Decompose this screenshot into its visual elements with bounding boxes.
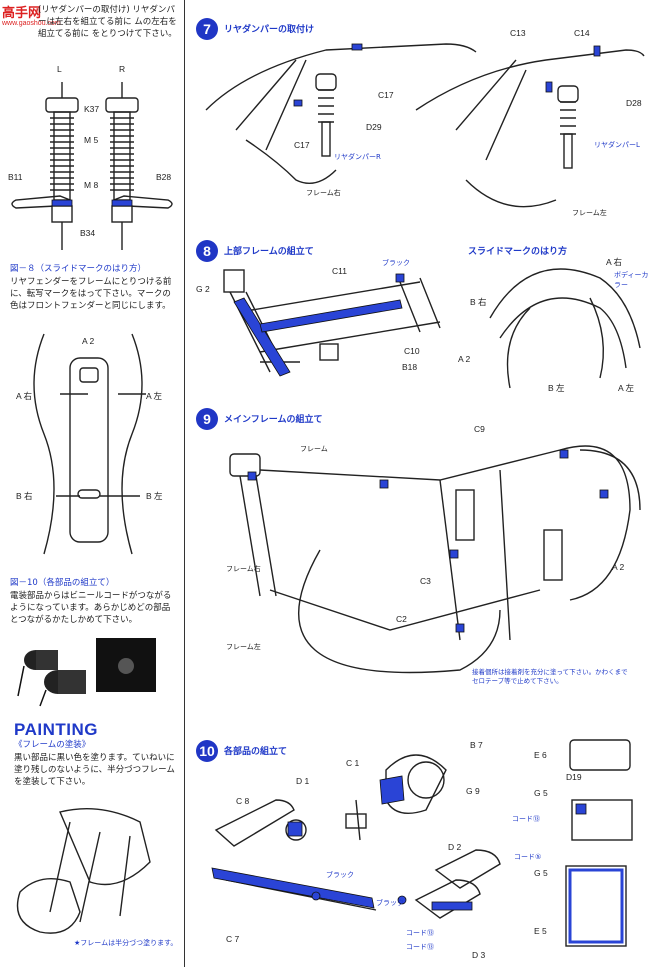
s9-note: 接着個所は接着剤を充分に塗って下さい。かわくまでセロテープ等で止めて下さい。	[472, 668, 628, 685]
s8-b18: B18	[402, 362, 418, 372]
s7-d29: D29	[366, 122, 382, 132]
s10-e5: E 5	[534, 926, 547, 936]
s10-cord13: コード⑬	[512, 815, 540, 823]
part-b34: B34	[80, 228, 96, 238]
watermark-brand: 高手网	[2, 6, 42, 21]
fender-b-left: B 左	[146, 491, 163, 501]
s7-c17a: C17	[378, 90, 394, 100]
s10-d19: D19	[566, 772, 582, 782]
s10-b7: B 7	[470, 740, 483, 750]
s10-e6: E 6	[534, 750, 547, 760]
s7-frame-r: フレーム右	[306, 189, 341, 197]
s9-frame-r: フレーム右	[226, 565, 261, 573]
s10-black2: ブラック	[376, 899, 404, 907]
s7-d28: D28	[626, 98, 642, 108]
s10-c1: C 1	[346, 758, 360, 768]
s9-c3: C3	[420, 576, 431, 586]
slide-a2: A 2	[458, 354, 471, 364]
s8-c10: C10	[404, 346, 420, 356]
s10-g5a: G 5	[534, 788, 548, 798]
step-7-number: 7	[196, 18, 218, 40]
s10-d3: D 3	[472, 950, 486, 960]
s9-a2: A 2	[612, 562, 625, 572]
s7-c17b: C17	[294, 140, 310, 150]
step-10-number: 10	[196, 740, 218, 762]
electrical-parts-photo	[17, 638, 156, 707]
step-8-illustration	[223, 269, 441, 377]
s7-frame-l: フレーム左	[572, 209, 607, 217]
shock-label-l: L	[57, 64, 62, 74]
painting-note: ★フレームは半分づつ塗ります。	[74, 939, 178, 947]
s9-c9: C9	[474, 424, 485, 434]
part-m8: M 8	[84, 180, 99, 190]
step-7-illustration	[205, 43, 645, 208]
step-10-illustration	[211, 739, 633, 947]
step-8-title: 上部フレームの組立て	[224, 247, 314, 257]
intro-text: (リヤダンパーの取付け) リヤダンパーは左右を組立てる前に ムの左右を組立てる前…	[38, 5, 177, 39]
s10-cord5: コード⑤	[514, 853, 542, 861]
s9-c2: C2	[396, 614, 407, 624]
s7-damper-r: リヤダンパーR	[334, 153, 381, 161]
step-10-title: 各部品の組立て	[224, 747, 288, 757]
slide-b-right: B 右	[470, 297, 487, 307]
s10-c7: C 7	[226, 934, 240, 944]
step-8-number: 8	[196, 240, 218, 262]
painting-subtitle: 《フレームの塗装》	[14, 740, 91, 750]
s10-c8: C 8	[236, 796, 250, 806]
column-divider	[184, 0, 185, 967]
s10-cord-a: コード⑬	[406, 929, 434, 937]
fig8-text: リヤフェンダーをフレームにとりつける前に、転写マークをはって下さい。マークの色は…	[10, 277, 172, 311]
s10-g5b: G 5	[534, 868, 548, 878]
slide-body-color: ボディーカラー	[614, 271, 649, 289]
s8-g2: G 2	[196, 284, 210, 294]
slide-mark-illustration	[489, 268, 641, 389]
rear-fender-mark-illustration	[33, 333, 146, 555]
s10-black1: ブラック	[326, 871, 354, 879]
part-b11: B11	[8, 172, 23, 182]
s7-c13: C13	[510, 28, 526, 38]
s8-c11: C11	[332, 266, 347, 276]
fender-b-right: B 右	[16, 491, 33, 501]
slide-a-left: A 左	[618, 383, 635, 393]
watermark-url: www.gaoshou.com	[2, 20, 61, 27]
fig8-title: 図－８（スライドマークのはり方）	[10, 264, 147, 274]
s10-cord-b: コード⑬	[406, 943, 434, 951]
s7-damper-l: リヤダンパーL	[594, 141, 640, 149]
part-b28: B28	[156, 172, 172, 182]
fig10-text: 電装部品からはビニールコードがつながるようになっています。あらかじめどの部品とつ…	[10, 591, 172, 625]
step-7-title: リヤダンパーの取付け	[224, 25, 315, 35]
s10-d1: D 1	[296, 776, 310, 786]
part-m5: M 5	[84, 135, 99, 145]
fender-a-left: A 左	[146, 391, 163, 401]
painting-frame-illustration	[16, 808, 151, 934]
slide-b-left: B 左	[548, 383, 565, 393]
s9-frame-l: フレーム左	[226, 643, 261, 651]
shock-label-r: R	[119, 64, 126, 74]
step-9-number: 9	[196, 408, 218, 430]
s8-black: ブラック	[382, 259, 410, 267]
fender-a-right: A 右	[16, 391, 33, 401]
shock-absorbers-illustration	[11, 82, 173, 250]
slide-title: スライドマークのはり方	[468, 247, 568, 257]
step-9-illustration	[229, 445, 641, 674]
s10-g9: G 9	[466, 786, 480, 796]
painting-text: 黒い部品に黒い色を塗ります。ていねいに塗り残しのないように、半分づつフレームを塗…	[14, 753, 175, 787]
s7-c14: C14	[574, 28, 590, 38]
painting-title: PAINTING	[14, 720, 98, 739]
fig10-title: 図－10（各部品の組立て）	[10, 578, 115, 588]
step-9-title: メインフレームの組立て	[224, 415, 323, 425]
s10-d2: D 2	[448, 842, 462, 852]
part-k37: K37	[84, 104, 100, 114]
slide-a-right: A 右	[606, 257, 623, 267]
fender-a2: A 2	[82, 336, 95, 346]
s9-frame: フレーム	[300, 445, 328, 453]
